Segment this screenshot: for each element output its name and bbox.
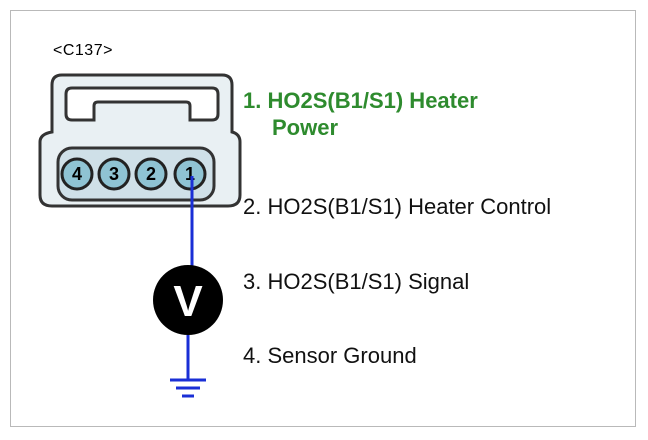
pin-description-1-text-line2: Power bbox=[272, 115, 339, 140]
pin-3-label: 3 bbox=[109, 164, 119, 184]
pin-2: 2 bbox=[134, 157, 168, 191]
voltmeter-icon: V bbox=[153, 265, 223, 335]
voltmeter-symbol: V bbox=[173, 277, 203, 326]
pin-4: 4 bbox=[60, 157, 94, 191]
pin-1-label: 1 bbox=[185, 164, 195, 184]
pin-description-4-text: Sensor Ground bbox=[267, 343, 417, 368]
pin-description-2-text: HO2S(B1/S1) Heater Control bbox=[267, 194, 552, 219]
connector-latch bbox=[64, 86, 220, 122]
pin-description-4-number: 4. bbox=[243, 343, 262, 368]
pin-description-2-number: 2. bbox=[243, 194, 262, 219]
pin-4-label: 4 bbox=[72, 164, 82, 184]
pin-2-label: 2 bbox=[146, 164, 156, 184]
pin-3: 3 bbox=[97, 157, 131, 191]
pin-description-4: 4. Sensor Ground bbox=[243, 342, 417, 369]
ground-icon bbox=[170, 378, 206, 398]
pin-description-1-number: 1. bbox=[243, 88, 262, 113]
pin-description-3: 3. HO2S(B1/S1) Signal bbox=[243, 268, 469, 295]
pin-description-2: 2. HO2S(B1/S1) Heater Control bbox=[243, 193, 551, 220]
pin-description-1-text: HO2S(B1/S1) Heater bbox=[267, 88, 478, 113]
pin-1: 1 bbox=[173, 157, 207, 191]
pin-description-1: 1. HO2S(B1/S1) Heater Power bbox=[243, 87, 478, 141]
pin-description-3-text: HO2S(B1/S1) Signal bbox=[267, 269, 470, 294]
pin-description-3-number: 3. bbox=[243, 269, 262, 294]
connector-id-label: <C137> bbox=[53, 42, 113, 59]
